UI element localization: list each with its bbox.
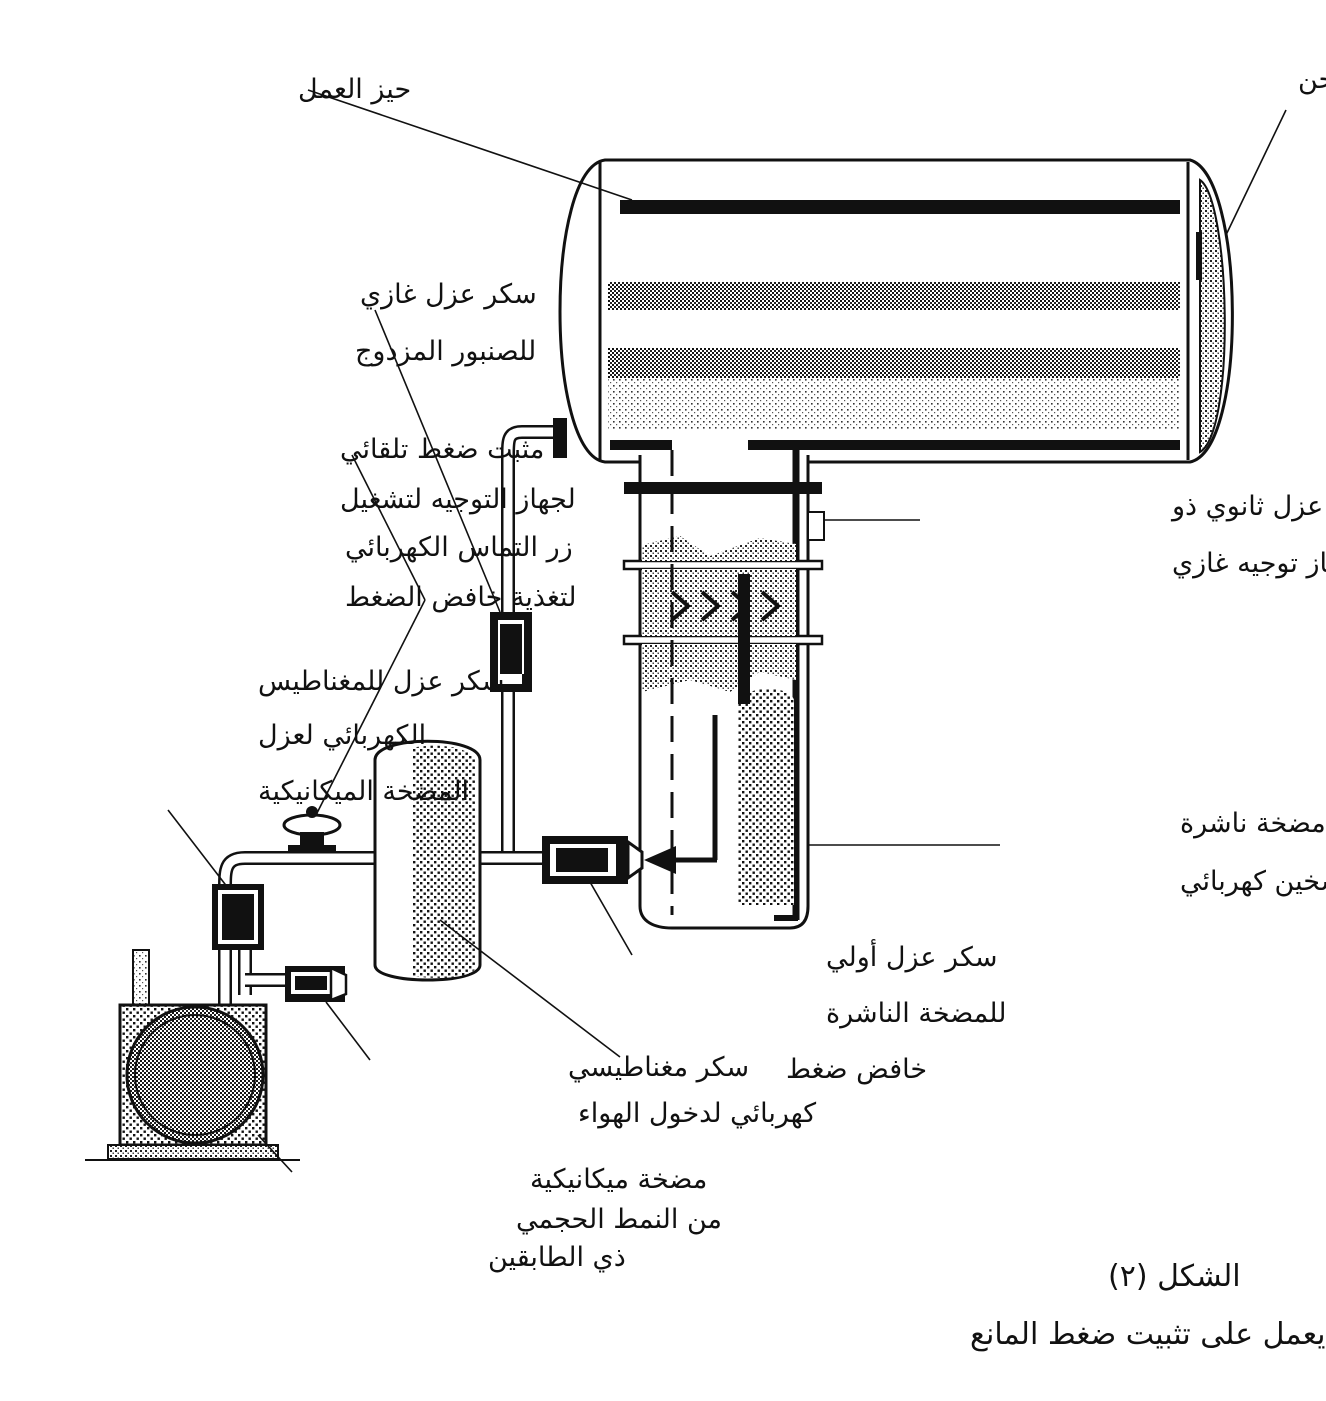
oil-charge-region-2 bbox=[642, 569, 796, 636]
label-solenoid-isolation-1: سكر عزل للمغناطيس bbox=[258, 666, 504, 697]
label-solenoid-isolation-2: الكهربائي لعزل bbox=[258, 720, 426, 751]
label-mech-pump-3: ذي الطابقين bbox=[488, 1242, 626, 1273]
label-pressure-switch-3: زر التماس الكهربائي bbox=[345, 532, 573, 563]
label-mech-pump-1: مضخة ميكانيكية bbox=[530, 1164, 707, 1195]
mechanical-pump bbox=[85, 949, 300, 1161]
label-primary-valve-2: للمضخة الناشرة bbox=[826, 998, 1006, 1029]
mid-flange-1 bbox=[622, 559, 824, 571]
mid-flange-2 bbox=[622, 634, 824, 646]
load-layer-lower bbox=[608, 348, 1180, 378]
chamber-floor-right bbox=[748, 440, 1180, 450]
label-pressure-reducer: خافض ضغط bbox=[786, 1054, 927, 1085]
figure-title: جهاز يشغل آلياً يعمل على تثبيت ضغط المان… bbox=[970, 1312, 1326, 1352]
pressure-switch bbox=[282, 806, 342, 853]
diffusion-pump bbox=[622, 450, 825, 930]
air-inlet-valve bbox=[285, 966, 348, 1002]
label-solenoid-isolation-3: المضخة الميكانيكية bbox=[258, 776, 469, 807]
label-pressure-switch-1: مثبت ضغط تلقائي bbox=[340, 434, 544, 465]
label-gas-valve-1: سكر عزل غازي bbox=[360, 279, 537, 310]
leader-lines bbox=[167, 89, 1287, 1173]
jet-tube bbox=[738, 574, 750, 704]
tank-stipple bbox=[412, 745, 476, 978]
chamber-floor-left bbox=[610, 440, 672, 450]
primary-valve bbox=[542, 836, 644, 884]
load-layer-base bbox=[608, 378, 1180, 430]
pressure-reducer-tank bbox=[373, 739, 482, 982]
label-load-door: باب التحميل والشحن bbox=[1298, 64, 1326, 95]
gas-isolation-valve bbox=[490, 612, 532, 692]
label-work-space: حيز العمل bbox=[298, 74, 411, 105]
flow-arrow bbox=[644, 715, 718, 874]
secondary-valve-stub bbox=[807, 511, 825, 541]
label-pressure-switch-2: لجهاز التوجيه لتشغيل bbox=[340, 484, 576, 515]
door-latch bbox=[1196, 232, 1202, 280]
heater-stipple bbox=[738, 688, 794, 905]
top-flange bbox=[624, 482, 822, 494]
label-primary-valve-1: سكر عزل أولي bbox=[826, 938, 998, 973]
label-secondary-valve-2: جهاز توجيه غازي bbox=[1172, 548, 1326, 579]
label-secondary-valve-1: سكر عزل ثانوي ذو bbox=[1170, 491, 1326, 522]
oil-charge-region bbox=[642, 536, 796, 561]
load-door bbox=[1199, 178, 1226, 454]
load-layer-upper bbox=[608, 282, 1180, 310]
label-diffusion-pump-2: بتسخين كهربائي bbox=[1180, 866, 1326, 897]
labels: حيز العمل باب التحميل والشحن سكر عزل غاز… bbox=[258, 64, 1326, 1352]
vacuum-chamber bbox=[558, 158, 1234, 464]
label-mech-pump-2: من النمط الحجمي bbox=[516, 1204, 722, 1235]
work-space-shelf bbox=[620, 200, 1180, 214]
label-air-inlet-1: سكر مغناطيسي bbox=[568, 1052, 749, 1083]
label-gas-valve-2: للصنبور المزدوج bbox=[355, 336, 536, 367]
chamber-port bbox=[553, 418, 567, 458]
oil-charge-region-3 bbox=[642, 644, 796, 692]
figure-number: الشكل (٢) bbox=[1108, 1259, 1241, 1294]
label-air-inlet-2: كهربائي لدخول الهواء bbox=[578, 1098, 816, 1129]
label-diffusion-pump-1: مضخة ناشرة bbox=[1180, 808, 1326, 839]
solenoid-isolation-valve bbox=[212, 884, 264, 950]
label-pressure-switch-4: لتغذية خافض الضغط bbox=[345, 582, 576, 613]
